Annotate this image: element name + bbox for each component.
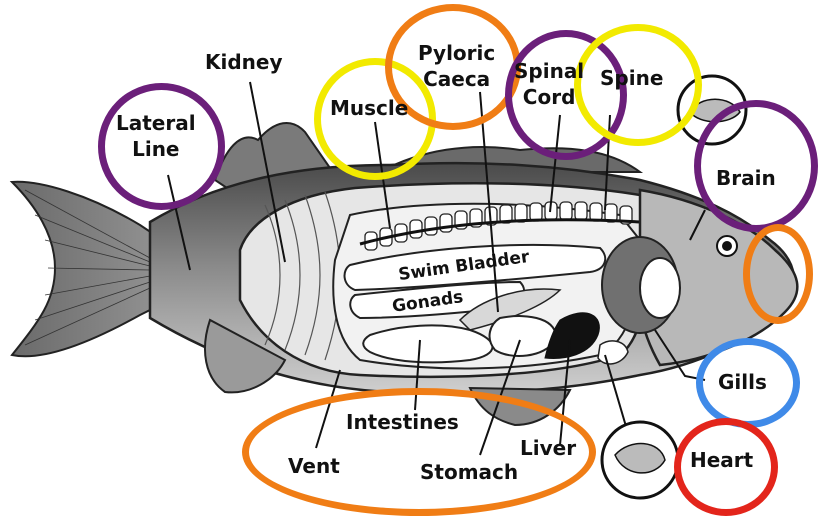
stomach [490,316,556,356]
label-heart: Heart [690,450,753,470]
label-intestines: Intestines [346,412,459,432]
mouth-ring [743,224,813,324]
label-liver: Liver [520,438,576,458]
label-kidney: Kidney [205,52,283,72]
label-lateral-line: Lateral Line [116,110,196,162]
label-spine: Spine [600,68,663,88]
label-stomach: Stomach [420,462,518,482]
label-gills: Gills [718,372,767,392]
intestines [363,325,492,362]
label-spinal-cord: Spinal Cord [514,58,584,110]
label-brain: Brain [716,168,776,188]
label-vent: Vent [288,456,340,476]
heart-thumbnail-icon [602,422,678,498]
label-muscle: Muscle [330,98,408,118]
label-pyloric-caeca: Pyloric Caeca [418,40,495,92]
